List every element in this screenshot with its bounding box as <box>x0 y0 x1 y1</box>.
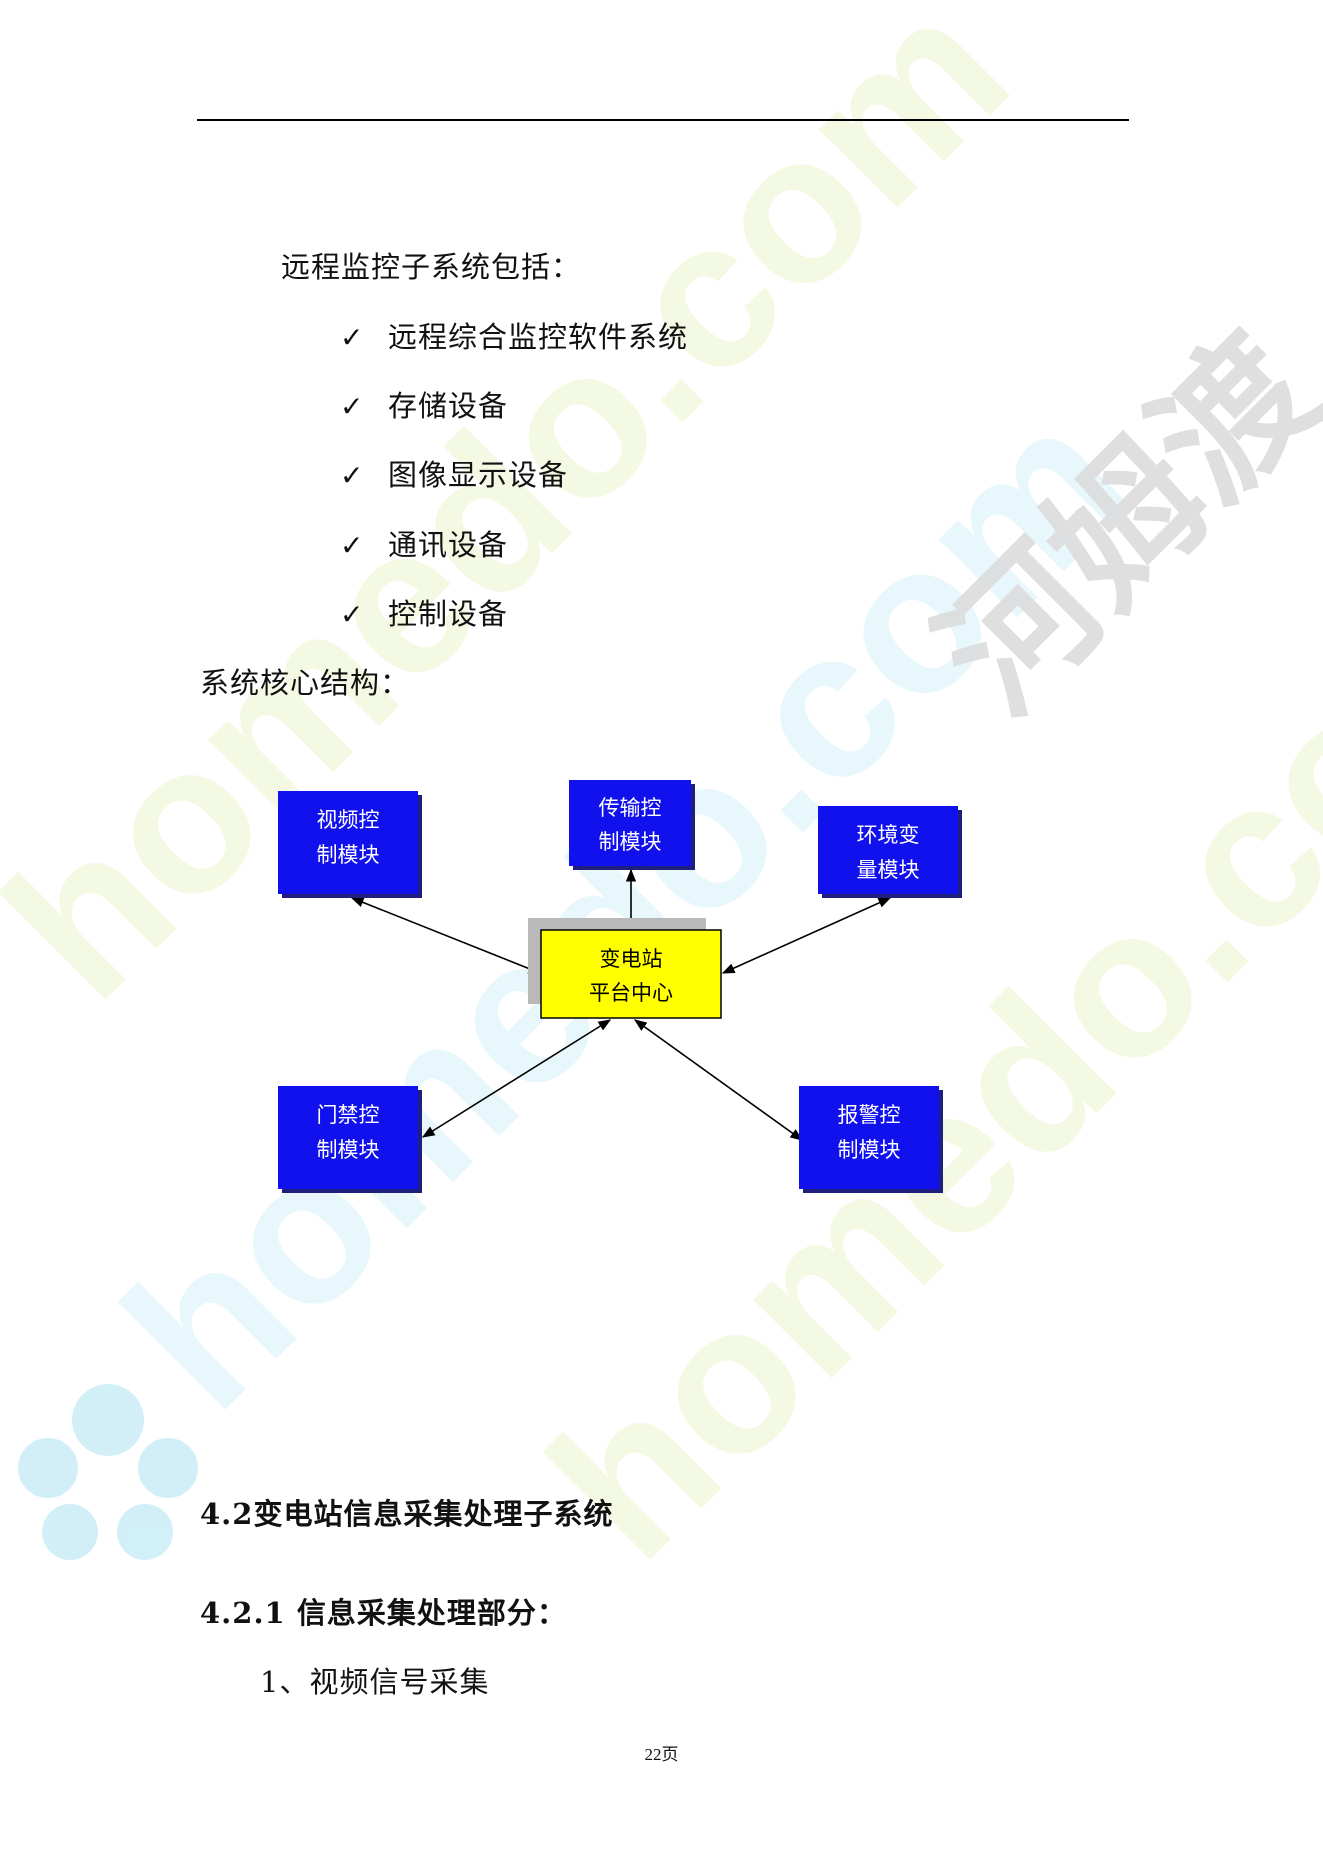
transmit-module-line-1: 传输控 <box>599 796 662 820</box>
transmission-control-module: 传输控 制模块 <box>569 780 695 870</box>
page-number: 22页 <box>644 1745 679 1764</box>
checklist-item: ✓ 存储设备 <box>340 383 508 425</box>
alarm-module-line-2: 制模块 <box>838 1138 901 1162</box>
checklist-label: 远程综合监控软件系统 <box>388 320 689 354</box>
connector-alarm <box>633 1019 804 1141</box>
checkmark-icon: ✓ <box>340 321 364 354</box>
checklist-label: 图像显示设备 <box>388 458 569 492</box>
door-module-line-1: 门禁控 <box>317 1103 380 1127</box>
env-module-line-2: 量模块 <box>857 858 920 882</box>
checklist-label: 控制设备 <box>388 597 509 631</box>
center-line-1: 变电站 <box>600 947 663 971</box>
video-module-line-2: 制模块 <box>317 843 380 867</box>
intro-paragraph: 远程监控子系统包括： <box>281 250 582 284</box>
access-control-module: 门禁控 制模块 <box>278 1086 422 1193</box>
checkmark-icon: ✓ <box>340 390 364 423</box>
connector-door <box>421 1019 612 1138</box>
video-control-module: 视频控 制模块 <box>278 791 422 898</box>
checklist-label: 通讯设备 <box>388 528 509 562</box>
structure-label: 系统核心结构： <box>200 666 411 700</box>
environment-variable-module: 环境变 量模块 <box>818 806 962 898</box>
checkmark-icon: ✓ <box>340 459 364 492</box>
transmit-module-line-2: 制模块 <box>599 830 662 854</box>
section-heading: 4.2变电站信息采集处理子系统 <box>200 1497 614 1531</box>
checkmark-icon: ✓ <box>340 598 364 631</box>
checklist-item: ✓ 通讯设备 <box>340 522 508 564</box>
alarm-control-module: 报警控 制模块 <box>799 1086 943 1193</box>
checklist-label: 存储设备 <box>388 389 509 423</box>
list-item-1: 1、视频信号采集 <box>260 1665 490 1699</box>
checklist-item: ✓ 远程综合监控软件系统 <box>340 314 688 356</box>
connector-video <box>350 897 542 974</box>
checklist-item: ✓ 图像显示设备 <box>340 452 568 494</box>
alarm-module-line-1: 报警控 <box>838 1103 901 1127</box>
center-line-2: 平台中心 <box>589 981 673 1005</box>
checklist-item: ✓ 控制设备 <box>340 591 508 633</box>
subsection-heading: 4.2.1 信息采集处理部分： <box>200 1596 567 1630</box>
header-rule <box>197 119 1129 121</box>
substation-platform-center: 变电站 平台中心 <box>528 918 722 1019</box>
checkmark-icon: ✓ <box>340 529 364 562</box>
door-module-line-2: 制模块 <box>317 1138 380 1162</box>
env-module-line-1: 环境变 <box>857 823 920 847</box>
video-module-line-1: 视频控 <box>317 808 380 832</box>
connector-env <box>721 897 892 974</box>
